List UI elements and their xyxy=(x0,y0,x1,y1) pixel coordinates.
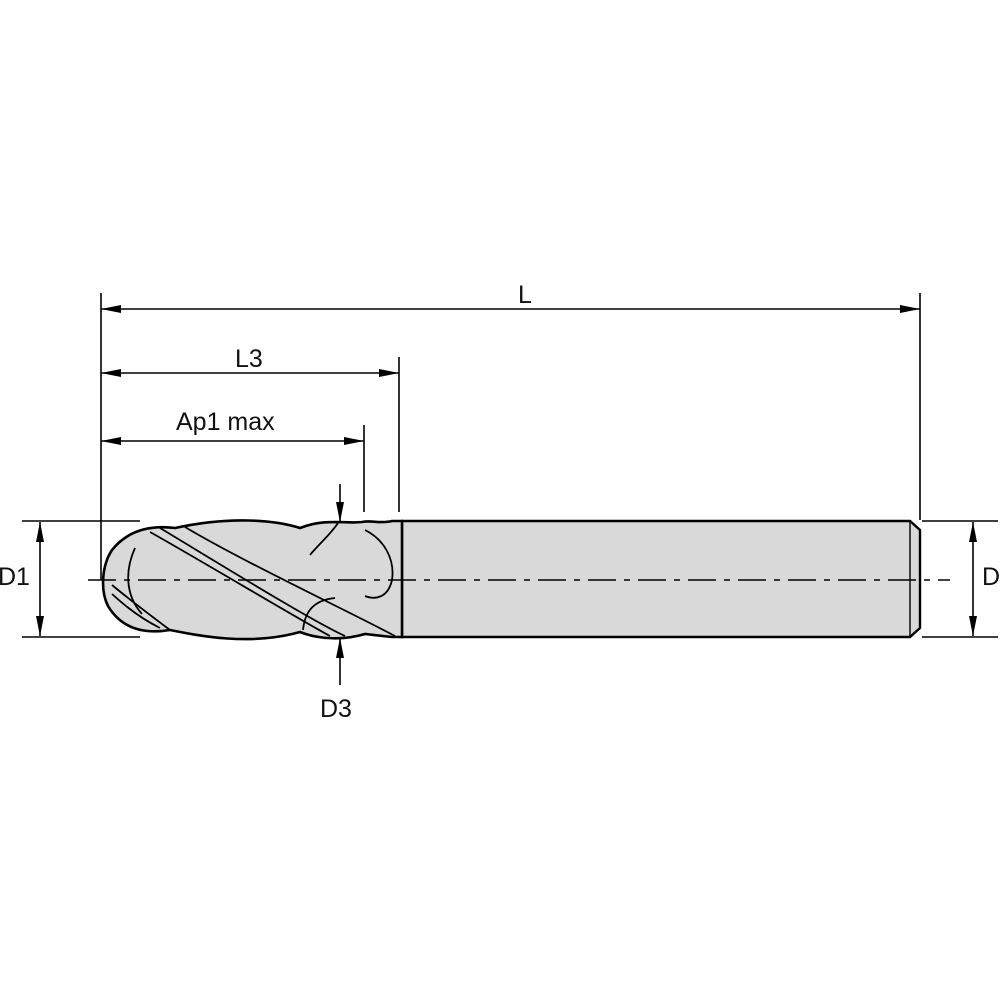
tool-shank xyxy=(400,519,922,639)
label-L: L xyxy=(518,281,532,309)
label-L3: L3 xyxy=(235,345,263,373)
label-D3: D3 xyxy=(320,695,352,723)
label-D1: D1 xyxy=(0,563,30,591)
label-D: D xyxy=(982,563,1000,591)
dimension-lines xyxy=(36,305,977,685)
label-Ap1-max: Ap1 max xyxy=(176,408,275,436)
extension-lines xyxy=(22,293,998,638)
